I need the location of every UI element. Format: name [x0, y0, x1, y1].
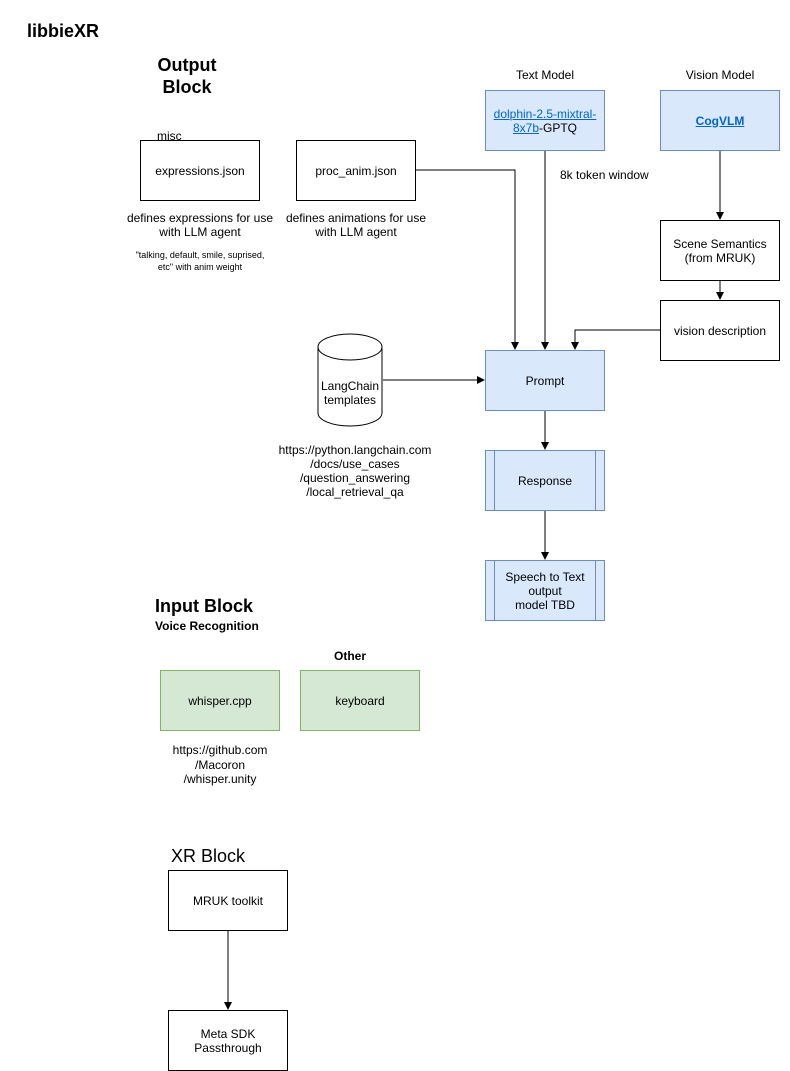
input-block-heading: Input Block [155, 596, 253, 616]
output-block-heading-line1: Output [157, 55, 217, 75]
vision-model-link[interactable]: CogVLM [695, 113, 745, 128]
xr-block-heading: XR Block [171, 846, 246, 866]
expressions-note-line2: etc" with anim weight [157, 262, 243, 272]
mruk-toolkit-box[interactable]: MRUK toolkit [168, 870, 288, 931]
speech-line1: Speech to Text [505, 569, 585, 584]
voice-recognition-label: Voice Recognition [155, 619, 259, 633]
scene-semantics-line1: Scene Semantics [673, 236, 767, 251]
langchain-label-line2: templates [323, 393, 377, 407]
vision-model-label: Vision Model [685, 68, 755, 82]
text-model-box[interactable]: dolphin-2.5-mixtral- 8x7b-GPTQ [485, 90, 605, 151]
token-window-label: 8k token window [560, 168, 649, 182]
meta-sdk-line1: Meta SDK [200, 1026, 256, 1041]
response-box[interactable]: Response [485, 450, 605, 511]
text-model-link-line1[interactable]: dolphin-2.5-mixtral- [493, 106, 597, 121]
text-model-link-line2[interactable]: 8x7b [512, 120, 540, 135]
response-label: Response [517, 473, 573, 488]
proc-anim-desc-line2: with LLM agent [315, 225, 397, 239]
prompt-box[interactable]: Prompt [485, 350, 605, 411]
misc-label: misc [157, 129, 182, 143]
whisper-box[interactable]: whisper.cpp [160, 670, 280, 731]
expressions-json-label: expressions.json [155, 163, 245, 178]
scene-semantics-line2: (from MRUK) [684, 250, 756, 265]
whisper-url-line1: https://github.com [172, 743, 268, 757]
langchain-label-line1: LangChain [320, 379, 380, 393]
expressions-desc-line2: with LLM agent [159, 225, 241, 239]
other-label: Other [333, 649, 366, 663]
keyboard-box[interactable]: keyboard [300, 670, 420, 731]
page-title: libbieXR [27, 21, 100, 41]
langchain-url-line4: /local_retrieval_qa [306, 485, 404, 499]
expressions-note-line1: "talking, default, smile, suprised, [135, 250, 265, 260]
keyboard-label: keyboard [335, 693, 385, 708]
speech-to-text-box[interactable]: Speech to Text output model TBD [485, 560, 605, 621]
text-model-label: Text Model [515, 68, 575, 82]
langchain-url-line3: /question_answering [299, 471, 411, 485]
speech-line2: output [528, 583, 562, 598]
speech-line3: model TBD [515, 597, 575, 612]
mruk-toolkit-label: MRUK toolkit [192, 893, 263, 908]
expressions-desc-line1: defines expressions for use [126, 211, 274, 225]
vision-model-box[interactable]: CogVLM [660, 90, 780, 151]
meta-sdk-box[interactable]: Meta SDK Passthrough [168, 1010, 288, 1071]
expressions-json-box[interactable]: expressions.json [140, 140, 260, 201]
langchain-url-line2: /docs/use_cases [310, 457, 400, 471]
scene-semantics-box[interactable]: Scene Semantics (from MRUK) [660, 220, 780, 281]
whisper-url-line3: /whisper.unity [183, 772, 257, 786]
langchain-url-line1: https://python.langchain.com [278, 443, 432, 457]
meta-sdk-line2: Passthrough [194, 1040, 262, 1055]
vision-description-label: vision description [673, 323, 767, 338]
langchain-cylinder[interactable] [317, 333, 383, 427]
vision-description-box[interactable]: vision description [660, 300, 780, 361]
proc-anim-json-box[interactable]: proc_anim.json [296, 140, 416, 201]
edge-proc-anim-to-prompt [416, 169, 519, 350]
whisper-label: whisper.cpp [188, 693, 252, 708]
proc-anim-json-label: proc_anim.json [315, 163, 397, 178]
prompt-label: Prompt [525, 373, 565, 388]
text-model-suffix: -GPTQ [539, 120, 578, 135]
proc-anim-desc-line1: defines animations for use [285, 211, 427, 225]
whisper-url-line2: /Macoron [194, 758, 246, 772]
output-block-heading-line2: Block [162, 77, 212, 97]
edge-vision-desc-to-prompt [571, 329, 660, 350]
